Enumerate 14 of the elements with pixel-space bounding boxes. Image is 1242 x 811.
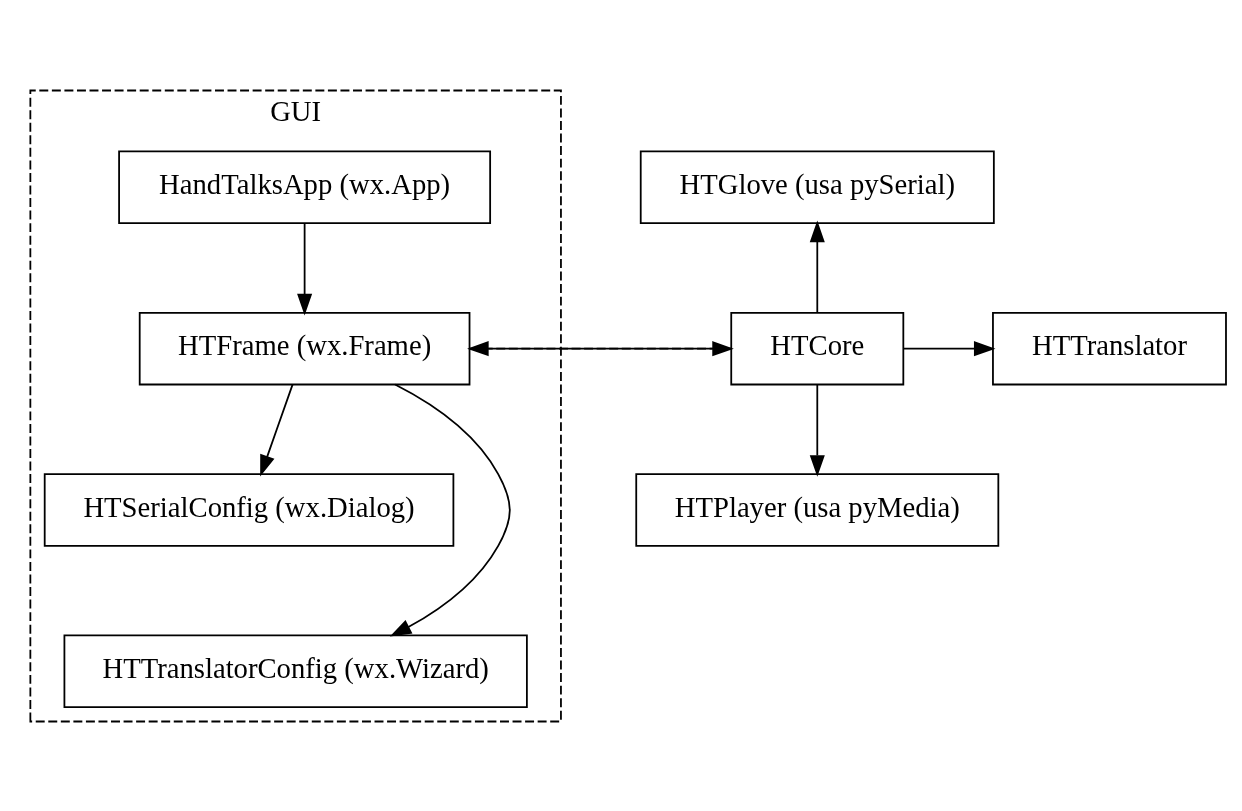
arrow <box>260 383 294 477</box>
node-box: HTTranslatorConfig (wx.Wizard) <box>63 634 528 708</box>
node-box: HTCore <box>730 311 905 385</box>
arrow <box>809 383 825 477</box>
node-box: HTTranslator <box>992 311 1227 385</box>
node-box: HTFrame (wx.Frame) <box>138 311 471 385</box>
node-box: HTPlayer (usa pyMedia) <box>635 472 1000 547</box>
arrow <box>297 221 313 315</box>
arrow <box>389 383 511 637</box>
arrow <box>902 340 996 356</box>
arrow <box>809 220 825 314</box>
node-box: HTSerialConfig (wx.Dialog) <box>43 472 455 547</box>
node-box: HandTalksApp (wx.App) <box>118 150 492 224</box>
node-box: HTGlove (usa pySerial) <box>639 150 995 224</box>
